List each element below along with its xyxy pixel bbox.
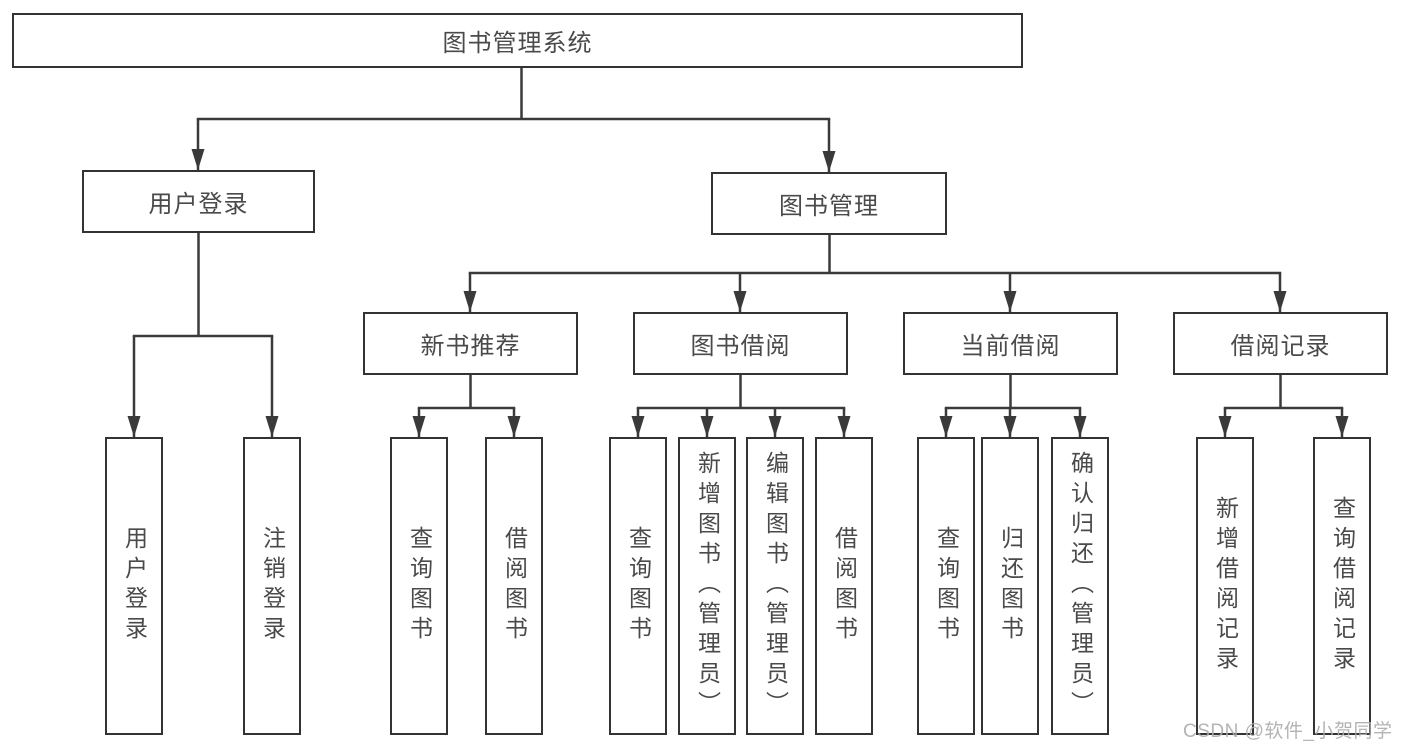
leaf-query-book-under-borrowing: 查询图书	[609, 437, 667, 735]
leaf-borrow-book-under-borrowing: 借阅图书	[815, 437, 873, 735]
node-library-mgmt-system: 图书管理系统	[12, 13, 1023, 68]
leaf-query-book-under-current: 查询图书	[917, 437, 975, 735]
node-user-login: 用户登录	[82, 170, 315, 233]
leaf-return-book: 归还图书	[981, 437, 1039, 735]
leaf-edit-book-admin: 编辑图书（管理员）	[746, 437, 804, 735]
csdn-watermark: CSDN @软件_小贺同学	[1183, 721, 1393, 742]
node-borrowing-records: 借阅记录	[1173, 312, 1388, 375]
leaf-logout: 注销登录	[243, 437, 301, 735]
connector-rails	[132, 66, 1344, 410]
node-current-borrowing: 当前借阅	[903, 312, 1118, 375]
node-book-borrowing: 图书借阅	[633, 312, 848, 375]
connector-arrows	[127, 119, 1349, 437]
leaf-add-book-admin: 新增图书（管理员）	[678, 437, 736, 735]
leaf-query-book-under-recommend: 查询图书	[390, 437, 448, 735]
leaf-borrow-book-under-recommend: 借阅图书	[485, 437, 543, 735]
leaf-confirm-return-admin: 确认归还（管理员）	[1051, 437, 1109, 735]
leaf-query-borrow-record: 查询借阅记录	[1313, 437, 1371, 735]
leaf-add-borrow-record: 新增借阅记录	[1196, 437, 1254, 735]
node-book-management: 图书管理	[711, 172, 947, 235]
node-new-book-recommend: 新书推荐	[363, 312, 578, 375]
leaf-user-login: 用户登录	[105, 437, 163, 735]
